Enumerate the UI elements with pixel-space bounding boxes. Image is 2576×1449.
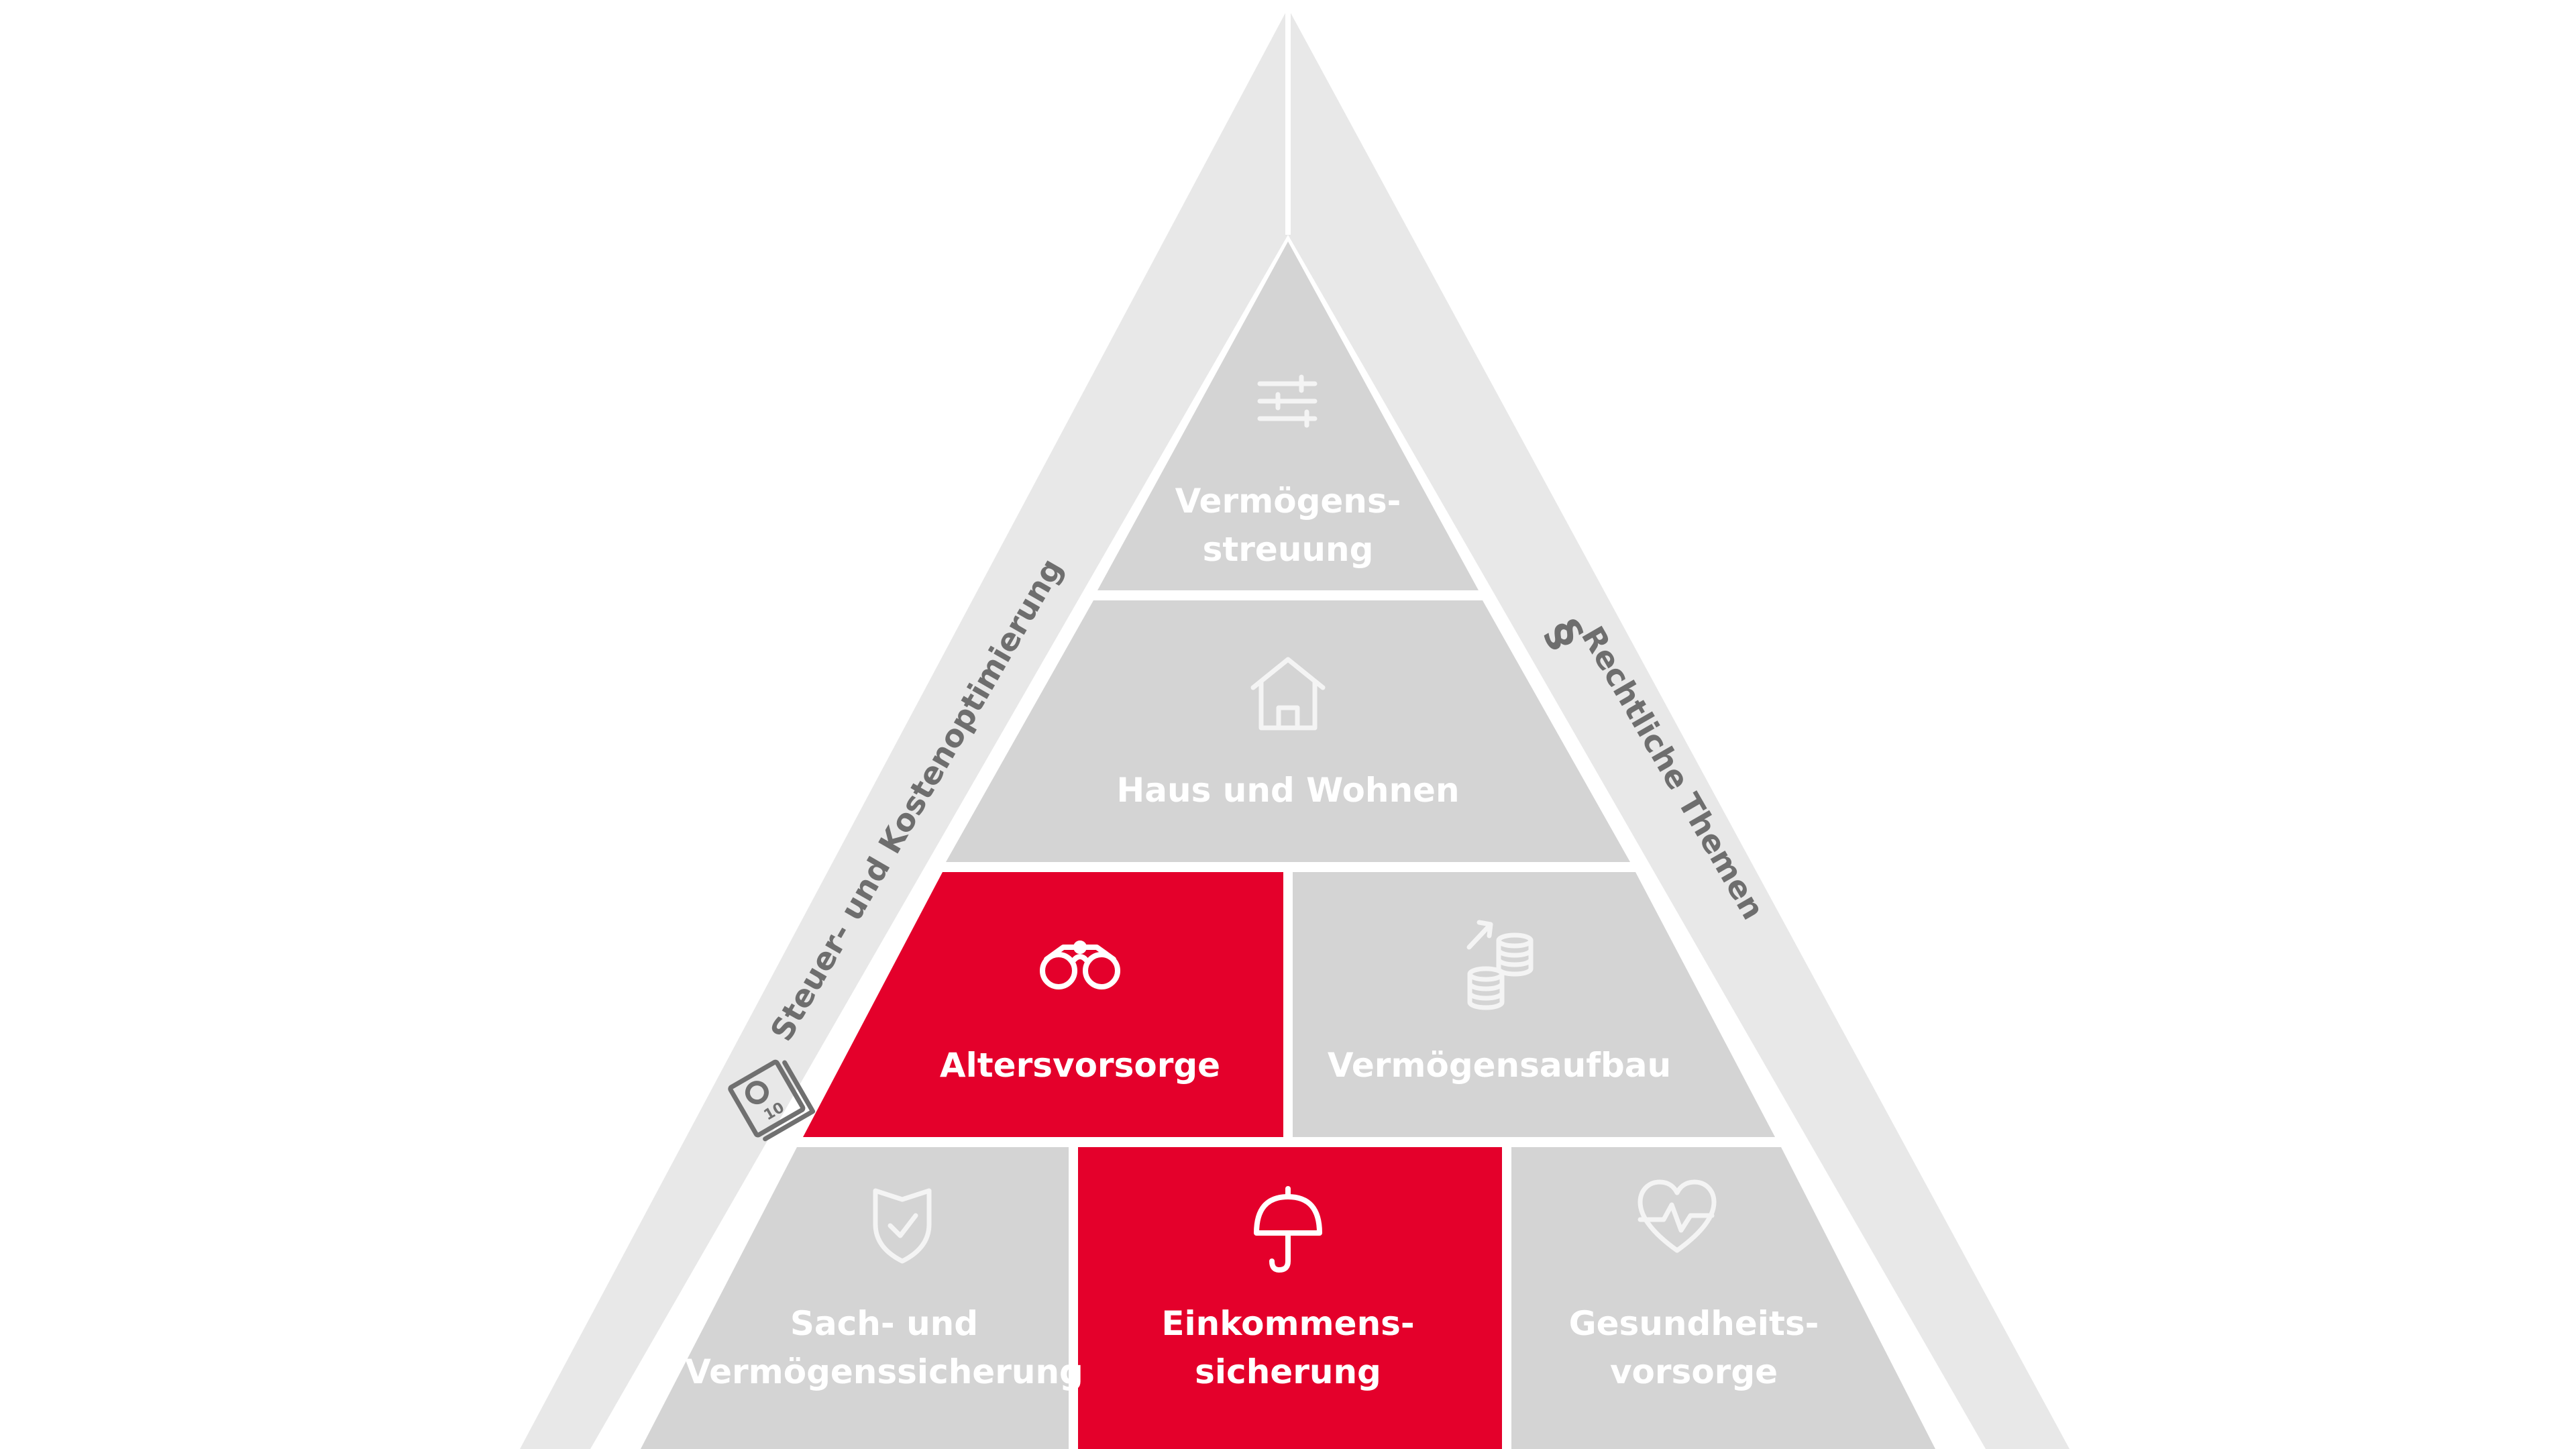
label-altersvorsorge: Altersvorsorge bbox=[940, 1046, 1220, 1085]
sliders-icon bbox=[1257, 374, 1318, 428]
block-altersvorsorge[interactable] bbox=[803, 872, 1283, 1137]
label-haus-und-wohnen: Haus und Wohnen bbox=[1116, 771, 1459, 810]
label-vermoegensaufbau: Vermögensaufbau bbox=[1328, 1046, 1671, 1085]
coins-growth-icon bbox=[1466, 920, 1534, 1010]
label-einkommenssicherung-line2: sicherung bbox=[1195, 1352, 1381, 1391]
block-vermoegensaufbau[interactable] bbox=[1293, 872, 1775, 1137]
label-gesundheitsvorsorge-line1: Gesundheits- bbox=[1569, 1304, 1819, 1343]
umbrella-icon bbox=[1254, 1186, 1322, 1273]
block-vermoegensstreuung[interactable] bbox=[1097, 241, 1479, 590]
block-haus-und-wohnen[interactable] bbox=[946, 600, 1630, 862]
label-einkommenssicherung-line1: Einkommens- bbox=[1161, 1304, 1414, 1343]
shield-check-icon bbox=[873, 1188, 932, 1264]
label-sach-line2: Vermögenssicherung bbox=[685, 1352, 1083, 1391]
block-sach-und-vermoegenssicherung[interactable] bbox=[641, 1147, 1069, 1449]
house-icon bbox=[1250, 657, 1326, 731]
block-einkommenssicherung[interactable] bbox=[1078, 1147, 1502, 1449]
binoculars-icon bbox=[1040, 941, 1120, 989]
label-gesundheitsvorsorge-line2: vorsorge bbox=[1610, 1352, 1778, 1391]
label-sach-line1: Sach- und bbox=[790, 1304, 978, 1343]
block-gesundheitsvorsorge[interactable] bbox=[1511, 1147, 1935, 1449]
label-vermoegensstreuung-line2: streuung bbox=[1203, 530, 1374, 569]
label-vermoegensstreuung-line1: Vermögens- bbox=[1175, 482, 1401, 521]
heart-pulse-icon bbox=[1638, 1179, 1717, 1253]
tax-document-icon: 10 bbox=[728, 1059, 816, 1142]
